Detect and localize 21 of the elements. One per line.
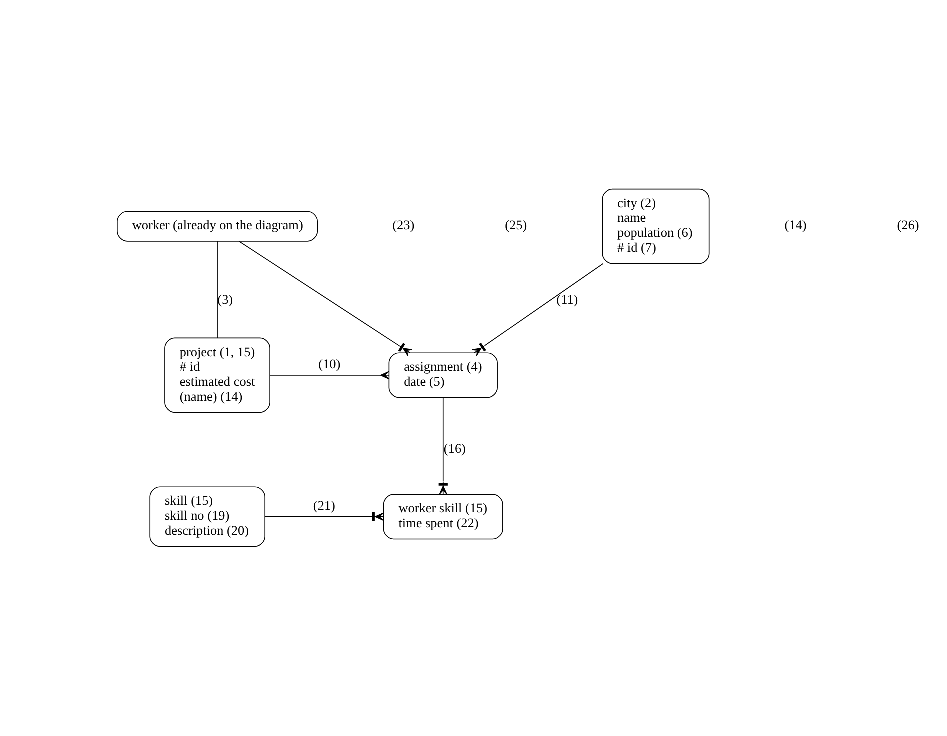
- connector: [270, 371, 390, 380]
- node-box: project (1, 15) # id estimated cost (name) (14): [164, 338, 270, 414]
- connector: [472, 263, 604, 356]
- node-box: city (2) name population (6) # id (7): [602, 188, 710, 264]
- node-box: assignment (4) date (5): [388, 352, 498, 398]
- label: (26): [897, 218, 920, 233]
- connector: [264, 512, 384, 522]
- label: (14): [784, 218, 807, 233]
- label: (23): [392, 218, 415, 233]
- edge-label: (11): [556, 292, 578, 308]
- node-box: worker (already on the diagram): [117, 211, 318, 242]
- connector: [438, 397, 448, 495]
- edge-label: (10): [318, 356, 341, 372]
- edge-label: (16): [444, 441, 466, 456]
- node-box: worker skill (15) time spent (22): [383, 494, 504, 540]
- connector: [217, 241, 218, 338]
- edge-label: (21): [313, 498, 336, 514]
- label: (25): [505, 218, 528, 233]
- node-box: skill (15) skill no (19) description (20): [150, 486, 266, 548]
- edge-label: (3): [218, 292, 234, 308]
- connector: [238, 241, 413, 356]
